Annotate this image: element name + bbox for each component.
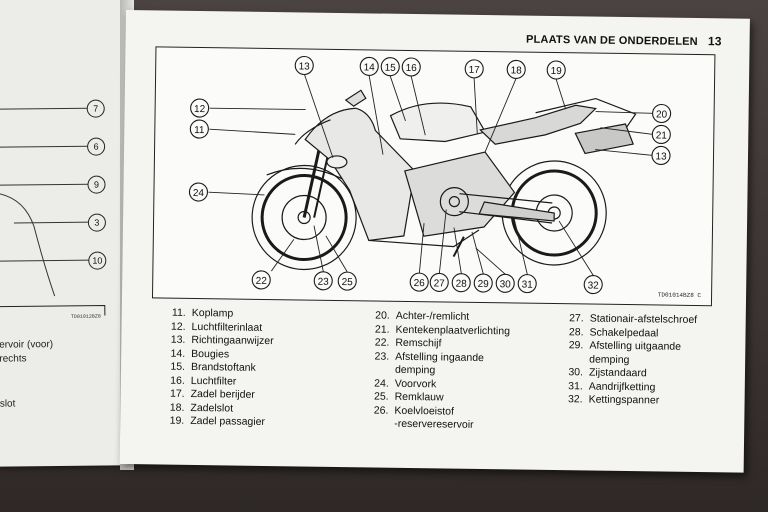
- legend-item: 32. Kettingspanner: [561, 393, 697, 408]
- legend-text: Schakelpedaal: [589, 326, 659, 339]
- legend-number: 11.: [171, 306, 186, 319]
- legend-number: 15.: [170, 360, 186, 373]
- legend-number: 21.: [374, 323, 390, 336]
- left-figure-code: TD01012BZ8: [70, 313, 101, 320]
- callout-22: 22: [256, 276, 268, 287]
- legend-number: [366, 417, 388, 431]
- legend-number: 22.: [374, 336, 390, 349]
- legend-number: 13.: [170, 333, 186, 346]
- callout-20: 20: [656, 109, 668, 120]
- left-text-line: slot: [0, 398, 16, 410]
- legend-number: 16.: [170, 374, 185, 387]
- callout-32: 32: [588, 280, 600, 291]
- legend-number: 23.: [374, 350, 390, 363]
- left-page: 7 6 9 3 10 TD01012BZ8 ervoir (voor) rech…: [0, 0, 129, 467]
- legend-column-2: 20.Achter-/remlicht 21.Kentekenplaatverl…: [366, 309, 510, 432]
- legend-text: Remklauw: [394, 390, 444, 404]
- callout-13-rear: 13: [655, 151, 667, 162]
- legend-number: 32.: [567, 393, 583, 406]
- legend-column-1: 11. Koplamp 12. Luchtfilterinlaat 13. Richt…: [162, 307, 274, 430]
- legend-number: 25.: [373, 390, 389, 403]
- legend-number: 30.: [568, 366, 584, 379]
- legend-item: 19. Zadel passagier: [162, 415, 272, 430]
- legend-text: Remschijf: [395, 336, 442, 350]
- motorcycle-diagram: 12 11 24 22 13 14 15 16 17 18 19 20 21 1…: [151, 46, 716, 307]
- legend-number: 31.: [568, 379, 583, 392]
- legend-number: 14.: [170, 347, 186, 360]
- left-text-line: rechts: [0, 353, 27, 365]
- motorcycle-illustration: 12 11 24 22 13 14 15 16 17 18 19 20 21 1…: [188, 55, 672, 295]
- callout-12: 12: [194, 104, 206, 115]
- page-header: PLAATS VAN DE ONDERDELEN 13: [526, 32, 722, 49]
- legend-number: 28.: [568, 325, 584, 338]
- callout-31: 31: [522, 280, 534, 291]
- legend-text: Aandrijfketting: [588, 379, 656, 393]
- legend-text: Bougies: [191, 347, 230, 360]
- legend-item: -reservereservoir: [366, 417, 509, 432]
- legend-text: Luchtfilter: [190, 374, 237, 388]
- callout-28: 28: [456, 279, 468, 290]
- callout-25: 25: [342, 277, 354, 288]
- legend-text: Zadel berijder: [190, 387, 255, 401]
- legend-number: 26.: [373, 403, 389, 417]
- legend-text: Brandstoftank: [190, 360, 256, 374]
- legend-number: 29.: [568, 339, 584, 352]
- legend-column-3: 27.Stationair-afstelschroef 28.Schakelpe…: [561, 312, 697, 408]
- callout-11: 11: [194, 125, 205, 136]
- legend-text: -reservereservoir: [394, 417, 474, 431]
- legend-text: Afstelling ingaande: [395, 350, 485, 364]
- legend-text: Richtingaanwijzer: [191, 333, 274, 348]
- legend-text: demping: [589, 353, 630, 366]
- legend-number: 24.: [374, 377, 389, 390]
- legend-text: Zadelslot: [190, 401, 234, 415]
- legend-text: Voorvork: [394, 377, 437, 390]
- legend-number: 12.: [170, 320, 186, 333]
- legend-number: 20.: [375, 309, 390, 322]
- callout-19: 19: [551, 66, 563, 77]
- callout-17: 17: [469, 65, 481, 76]
- callout-29: 29: [478, 279, 490, 290]
- legend-text: Zadel passagier: [190, 414, 266, 428]
- callout-23: 23: [318, 277, 330, 288]
- callout-21: 21: [656, 130, 668, 141]
- left-text-line: ervoir (voor): [0, 339, 54, 351]
- legend-number: 19.: [169, 414, 185, 427]
- callout-15: 15: [385, 63, 397, 74]
- right-page: PLAATS VAN DE ONDERDELEN 13: [119, 10, 750, 473]
- left-figure-drawing: [0, 192, 106, 316]
- legend-text: Afstelling uitgaande: [589, 339, 682, 353]
- callout-26: 26: [414, 278, 426, 289]
- callout-30: 30: [500, 279, 512, 290]
- page-number: 13: [707, 34, 722, 49]
- callout-27: 27: [434, 278, 446, 289]
- page-title: PLAATS VAN DE ONDERDELEN: [525, 33, 698, 48]
- callout-13: 13: [299, 61, 311, 72]
- legend-number: [367, 363, 389, 377]
- legend-text: Kettingspanner: [588, 393, 660, 407]
- legend-text: demping: [394, 363, 436, 377]
- legend-number: 18.: [169, 401, 185, 414]
- callout-16: 16: [406, 63, 418, 74]
- legend-text: Zijstandaard: [588, 366, 647, 380]
- figure-code: TD01014BZ8 C: [657, 291, 702, 300]
- callout-24: 24: [193, 188, 205, 199]
- legend-text: Luchtfilterinlaat: [191, 320, 263, 334]
- callout-18: 18: [511, 65, 523, 76]
- legend-number: 27.: [569, 312, 584, 325]
- legend-number: [561, 353, 583, 367]
- legend-text: Koelvloeistof: [394, 404, 455, 418]
- legend-number: 17.: [169, 387, 185, 400]
- callout-14: 14: [364, 62, 376, 73]
- legend-text: Achter-/remlicht: [395, 309, 470, 323]
- legend-text: Koplamp: [191, 306, 234, 320]
